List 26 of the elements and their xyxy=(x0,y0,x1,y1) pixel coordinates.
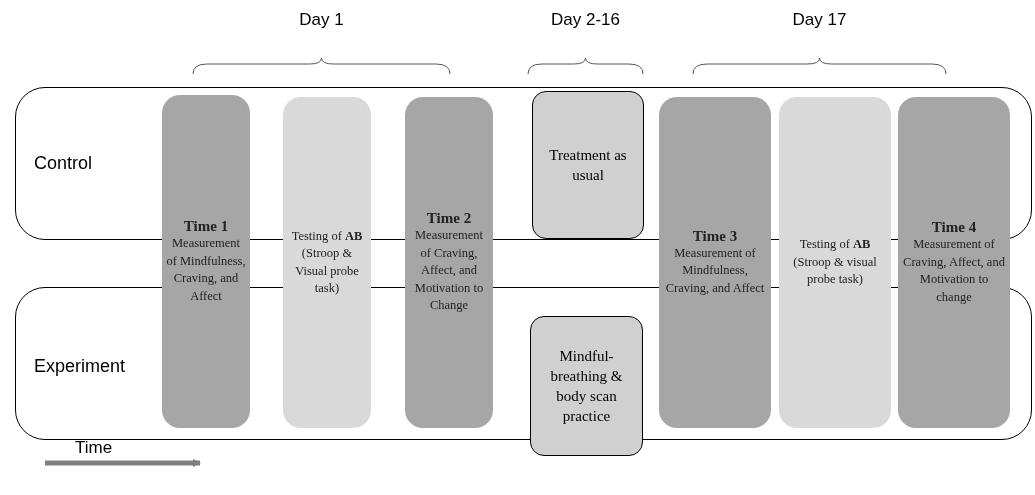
stage-panel xyxy=(898,97,1010,428)
stage-description: Measurement of Craving, Affect, and Motivation to change xyxy=(902,236,1006,306)
period-heading: Day 2-16 xyxy=(550,10,621,30)
stage-description: Measurement of Mindfulness, Craving, and Affect xyxy=(166,235,246,305)
stage-description: Testing of AB (Stroop & visual probe task) xyxy=(792,236,878,289)
stage-panel xyxy=(779,97,891,428)
stage-heading: Time 3 xyxy=(692,227,738,245)
period-heading: Day 1 xyxy=(298,10,345,30)
intervention-box xyxy=(532,91,644,239)
stage-description: Testing of AB (Stroop & Visual probe task) xyxy=(290,227,364,297)
intervention-text: Treatment as usual xyxy=(548,145,628,185)
stage-panel xyxy=(283,97,371,428)
stage-panel xyxy=(405,97,493,428)
group-label: Experiment xyxy=(34,356,126,377)
stage-heading: Time 1 xyxy=(183,218,229,235)
axis-label: Time xyxy=(75,438,113,458)
intervention-box xyxy=(530,316,643,456)
intervention-text: Mindful-breathing & body scan practice xyxy=(549,346,624,427)
stage-description: Measurement of Mindfulness, Craving, and Affect xyxy=(664,244,766,297)
stage-description: Measurement of Craving, Affect, and Motivation to Change xyxy=(413,227,485,315)
stage-heading: Time 2 xyxy=(426,210,472,228)
stage-panel xyxy=(162,95,250,428)
period-heading: Day 17 xyxy=(791,10,848,30)
group-label: Control xyxy=(34,153,93,174)
stage-heading: Time 4 xyxy=(931,219,977,236)
stage-panel xyxy=(659,97,771,428)
